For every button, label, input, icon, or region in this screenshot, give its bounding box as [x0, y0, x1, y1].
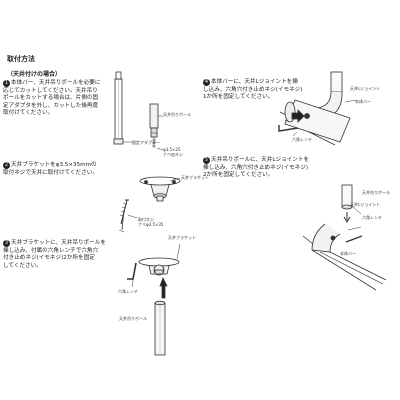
- label-screw-name: ナベ皿ネジ: [163, 152, 183, 157]
- label-ceiling-pole-2: 天井吊りポール: [119, 316, 147, 321]
- step-5-ljoint-illustration: [311, 184, 387, 291]
- page-subtitle: （天井付けの場合）: [7, 71, 62, 78]
- step-1-pole-illustration: [113, 71, 133, 145]
- label-ceiling-l-joint-1: 天井Lジョイント: [350, 86, 381, 91]
- step-4-ljoint-illustration: [278, 71, 357, 146]
- label-main-bar-2: 本体バー: [340, 251, 356, 256]
- step-2-bracket-illustration: [118, 176, 181, 233]
- label-ceiling-bracket-2: 天井ブラケット: [168, 235, 196, 240]
- label-ceiling-bracket-1: 天井ブラケット: [181, 175, 209, 180]
- label-ceiling-pole-3: 天井吊りポール: [362, 190, 390, 195]
- label-mount-screw-spec: ナベφ3.5×35: [138, 222, 164, 227]
- label-mount-screw: 取付ネジ: [138, 217, 154, 222]
- step-1-number: 1: [3, 80, 10, 87]
- step-2-number: 2: [3, 162, 10, 169]
- step-4-number: 4: [203, 79, 210, 86]
- label-ceiling-pole-1: 天井吊りポール: [163, 112, 191, 117]
- label-ceiling-l-joint-2: 天井Lジョイント: [350, 202, 381, 207]
- page-title: 取付方法: [7, 55, 35, 63]
- step-3-assembly-illustration: [127, 243, 181, 356]
- step-3-number: 3: [3, 240, 10, 247]
- label-hex-wrench-3: 六角レンチ: [362, 215, 382, 220]
- step-5-number: 5: [203, 157, 210, 164]
- label-hex-wrench-1: 六角レンチ: [118, 289, 138, 294]
- label-main-bar-1: 本体バー: [355, 99, 371, 104]
- label-fixed-adapter: 固定アダプター: [132, 140, 160, 145]
- step-5-bar-end: [302, 235, 314, 245]
- label-screw-phi: φ3.5×25: [163, 147, 181, 152]
- step-1-pole-detail: [149, 103, 164, 151]
- label-hex-wrench-2: 六角レンチ: [292, 137, 312, 142]
